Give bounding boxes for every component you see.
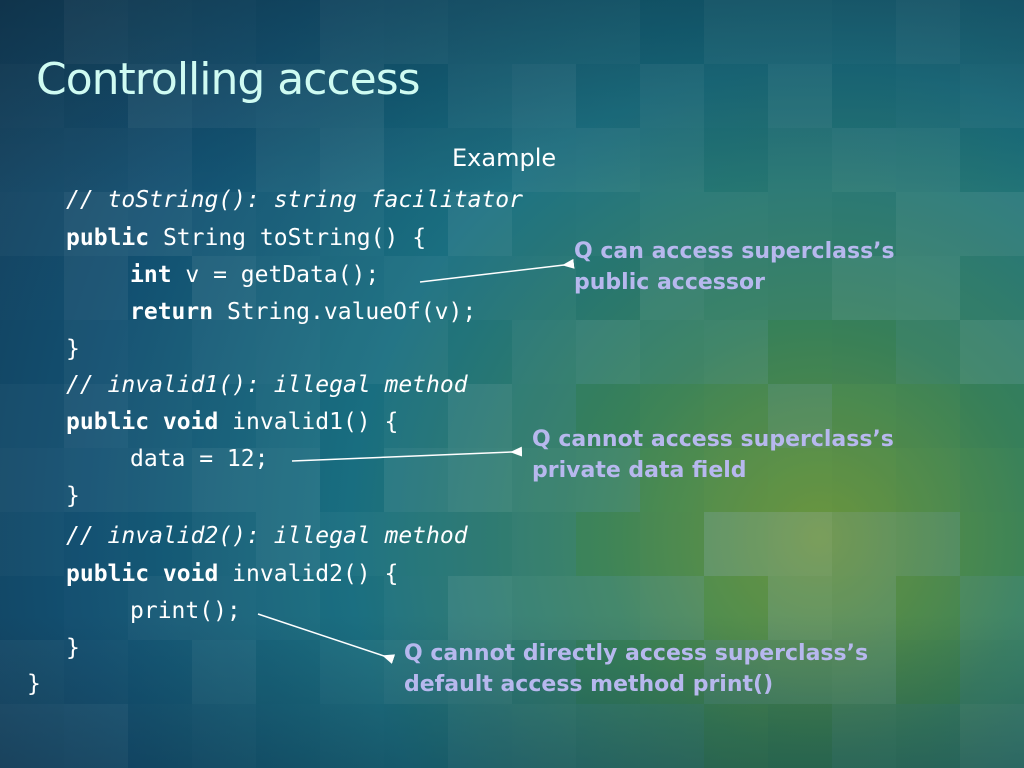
note-line: default access method print() bbox=[404, 672, 774, 697]
code-line-class-close-brace: } bbox=[27, 671, 41, 697]
slide-title: Controlling access bbox=[36, 54, 421, 105]
code-line-close-brace: } bbox=[66, 635, 80, 661]
note-line: Q can access superclass’s bbox=[574, 239, 895, 264]
code-keyword: return bbox=[130, 299, 214, 325]
code-text: invalid1() { bbox=[218, 409, 399, 435]
code-comment-invalid2: // invalid2(): illegal method bbox=[66, 523, 468, 549]
code-comment-tostring: // toString(): string facilitator bbox=[66, 187, 523, 213]
note-public-accessor: Q can access superclass’s public accesso… bbox=[574, 236, 895, 298]
code-keyword: public void bbox=[66, 409, 219, 435]
code-line-tostring-signature: public String toString() { bbox=[66, 224, 426, 252]
code-line-invalid1-signature: public void invalid1() { bbox=[66, 408, 398, 436]
code-keyword: int bbox=[130, 262, 172, 288]
code-text: String toString() { bbox=[149, 225, 427, 251]
code-line-print-call: print(); bbox=[130, 598, 241, 624]
arrow-to-print-call bbox=[257, 613, 396, 664]
code-line-getdata: int v = getData(); bbox=[130, 261, 379, 289]
code-line-data-assign: data = 12; bbox=[130, 446, 269, 472]
note-line: Q cannot directly access superclass’s bbox=[404, 641, 869, 666]
code-line-invalid2-signature: public void invalid2() { bbox=[66, 560, 398, 588]
code-line-return: return String.valueOf(v); bbox=[130, 298, 476, 326]
code-line-close-brace: } bbox=[66, 336, 80, 362]
note-private-field: Q cannot access superclass’s private dat… bbox=[532, 424, 894, 486]
code-line-close-brace: } bbox=[66, 483, 80, 509]
note-line: Q cannot access superclass’s bbox=[532, 427, 894, 452]
slide-subtitle: Example bbox=[452, 144, 557, 172]
note-default-method: Q cannot directly access superclass’s de… bbox=[404, 638, 868, 700]
note-line: private data field bbox=[532, 458, 747, 483]
code-text: invalid2() { bbox=[218, 561, 399, 587]
code-keyword: public void bbox=[66, 561, 219, 587]
arrow-to-data-assign bbox=[291, 446, 523, 462]
code-text: String.valueOf(v); bbox=[213, 299, 477, 325]
code-comment-invalid1: // invalid1(): illegal method bbox=[66, 372, 468, 398]
code-text: v = getData(); bbox=[171, 262, 380, 288]
code-keyword: public bbox=[66, 225, 150, 251]
arrow-to-getdata bbox=[419, 258, 575, 283]
note-line: public accessor bbox=[574, 270, 765, 295]
